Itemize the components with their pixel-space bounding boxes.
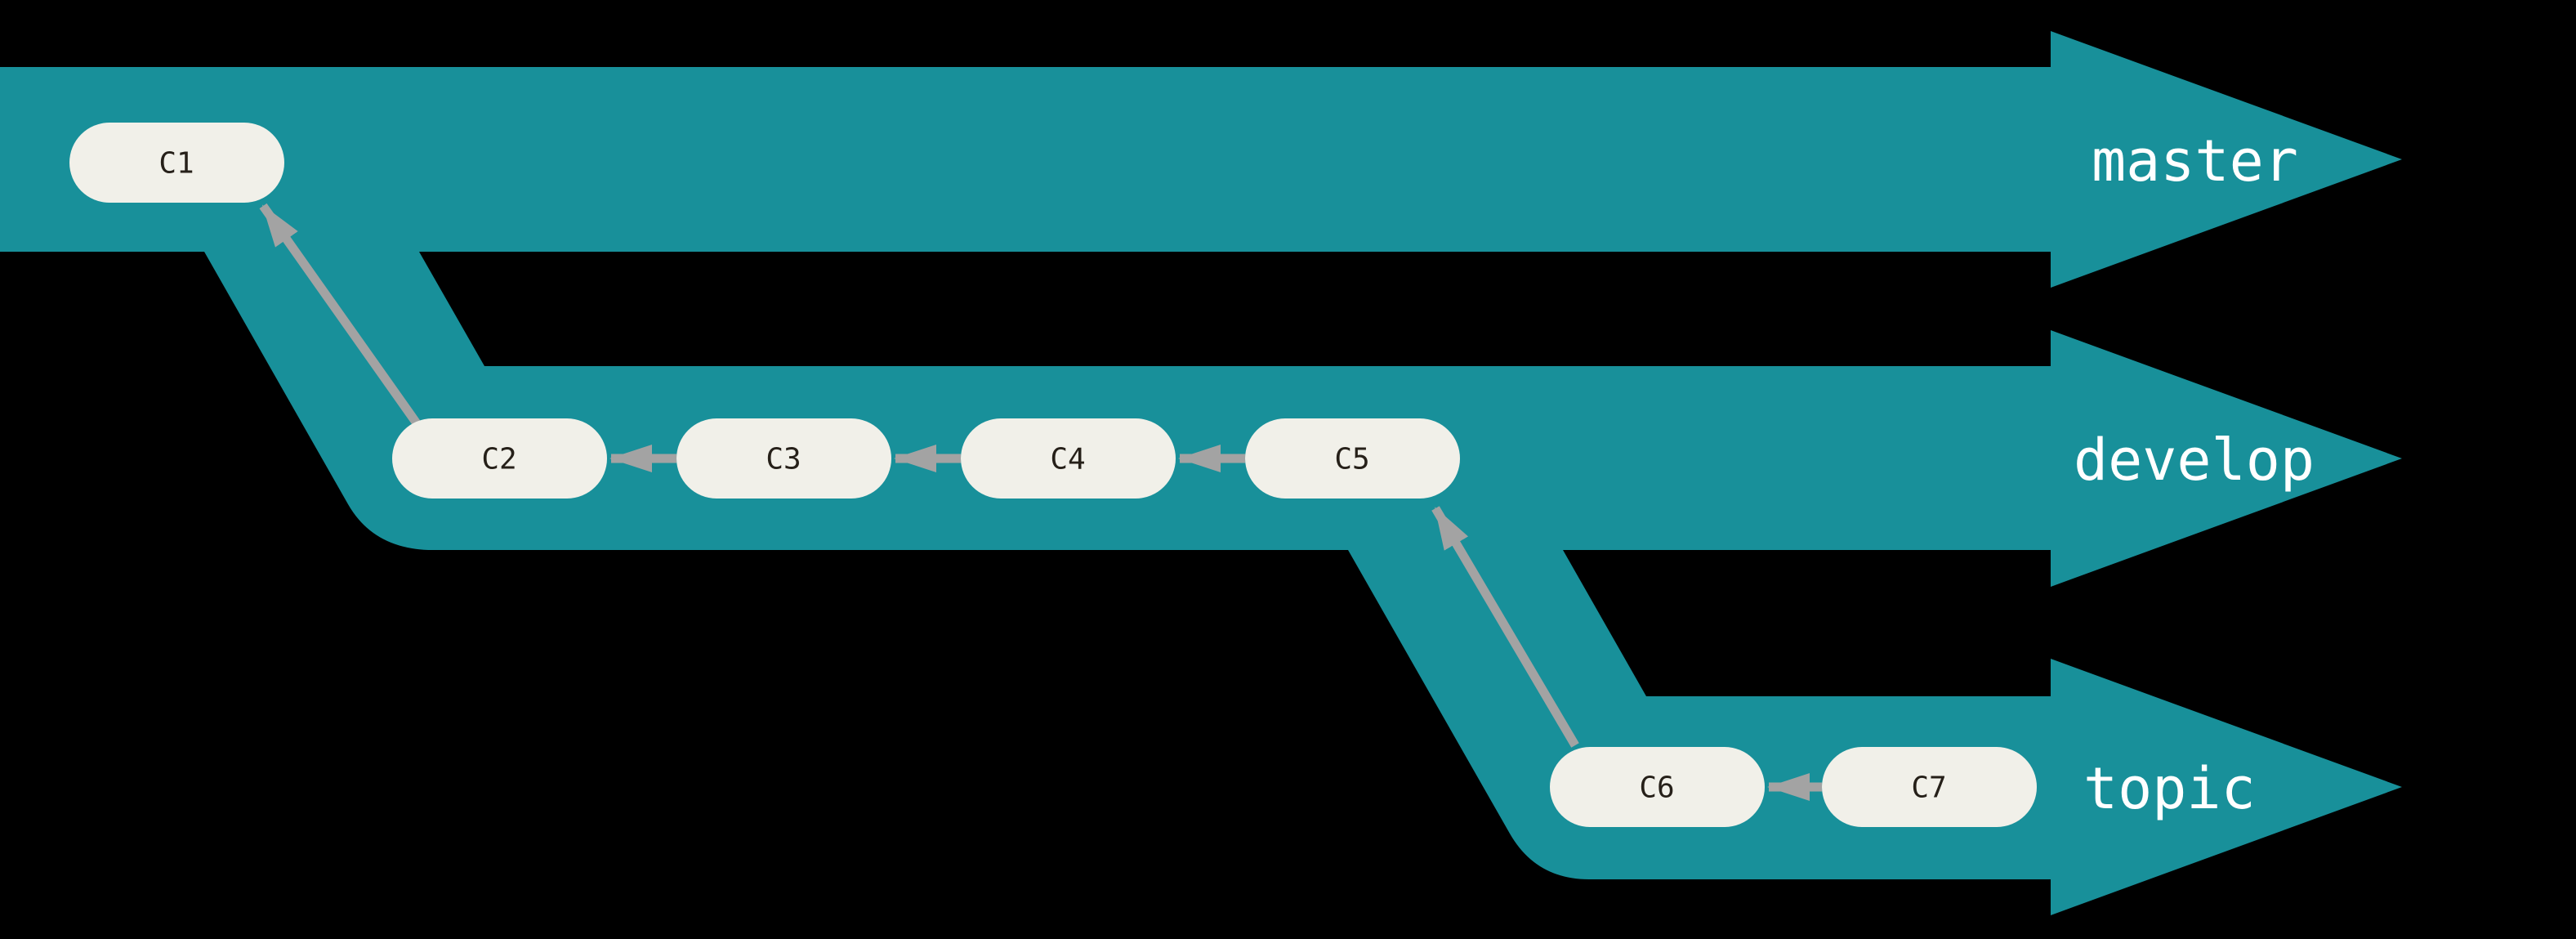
commit-C3-pill [676,418,891,499]
edge-C2-to-C1 [259,203,421,427]
commit-C5-pill [1245,418,1460,499]
commit-C2-node: C2 [392,418,607,499]
topic-branch-label: topic [2083,755,2256,822]
commit-C6-label: C6 [1639,771,1674,805]
commit-C4-node: C4 [961,418,1176,499]
commit-C3-label: C3 [766,443,801,476]
master-branch-label: master [2092,127,2298,195]
commit-C7-pill [1822,747,2037,827]
commit-C4-label: C4 [1050,443,1085,476]
master-branch-lane [0,31,2402,288]
commit-C6-pill [1550,747,1765,827]
commit-C7-node: C7 [1822,747,2037,827]
commit-C2-label: C2 [481,443,516,476]
commit-C5-node: C5 [1245,418,1460,499]
edge-C6-to-C5 [1431,506,1579,748]
commit-C7-label: C7 [1911,771,1946,805]
commit-C1-node: C1 [69,123,284,203]
commit-C1-pill [69,123,284,203]
commit-C2-pill [392,418,607,499]
commit-C1-label: C1 [158,147,194,181]
commit-C6-node: C6 [1550,747,1765,827]
commit-C5-label: C5 [1334,443,1369,476]
commit-C4-pill [961,418,1176,499]
develop-branch-label: develop [2074,427,2315,494]
commit-C3-node: C3 [676,418,891,499]
topic-branch-lane [1348,550,2402,915]
